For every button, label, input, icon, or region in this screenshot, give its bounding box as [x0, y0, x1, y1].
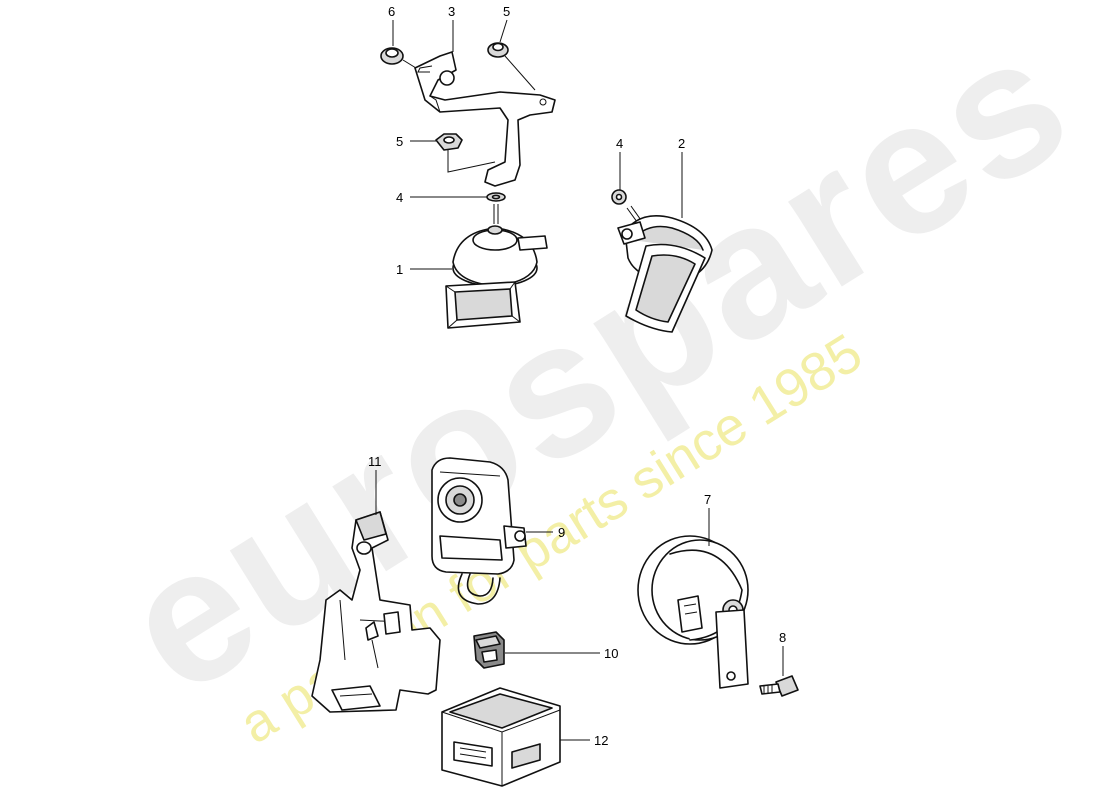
- callout-8: 8: [779, 630, 786, 645]
- part-1-horn[interactable]: [445, 204, 548, 329]
- callout-3: 3: [448, 4, 455, 19]
- leader-lines: [375, 19, 784, 741]
- callout-4-center: 4: [396, 190, 403, 205]
- part-6-nut[interactable]: [380, 47, 417, 69]
- watermark-brand: eurospares: [89, 0, 1100, 735]
- part-4-washer-right[interactable]: [611, 189, 627, 205]
- callout-1: 1: [396, 262, 403, 277]
- part-5-nut-lower[interactable]: [435, 133, 496, 173]
- callout-5-lower: 5: [396, 134, 403, 149]
- callout-2: 2: [678, 136, 685, 151]
- callout-12: 12: [594, 733, 608, 748]
- part-8-bolt[interactable]: [759, 675, 799, 697]
- callout-4-right: 4: [616, 136, 623, 151]
- part-2-horn[interactable]: [617, 205, 713, 333]
- part-5-nut-top[interactable]: [487, 42, 536, 91]
- callouts: 6 3 5 5 4 1 4 2 11 9 7 8 10 12: [368, 4, 786, 748]
- part-12-control-unit[interactable]: [441, 687, 561, 787]
- part-11-bracket[interactable]: [311, 511, 441, 713]
- part-4-washer-center[interactable]: [486, 192, 506, 202]
- part-9-siren[interactable]: [431, 457, 527, 605]
- callout-11: 11: [368, 454, 382, 469]
- callout-9: 9: [558, 525, 565, 540]
- callout-7: 7: [704, 492, 711, 507]
- part-3-bracket[interactable]: [414, 51, 556, 187]
- watermark: eurospares a passion for parts since 198…: [89, 0, 1100, 755]
- callout-5-top: 5: [503, 4, 510, 19]
- part-10-rubber-block[interactable]: [473, 631, 505, 669]
- part-7-horn[interactable]: [637, 535, 749, 689]
- callout-6: 6: [388, 4, 395, 19]
- callout-10: 10: [604, 646, 618, 661]
